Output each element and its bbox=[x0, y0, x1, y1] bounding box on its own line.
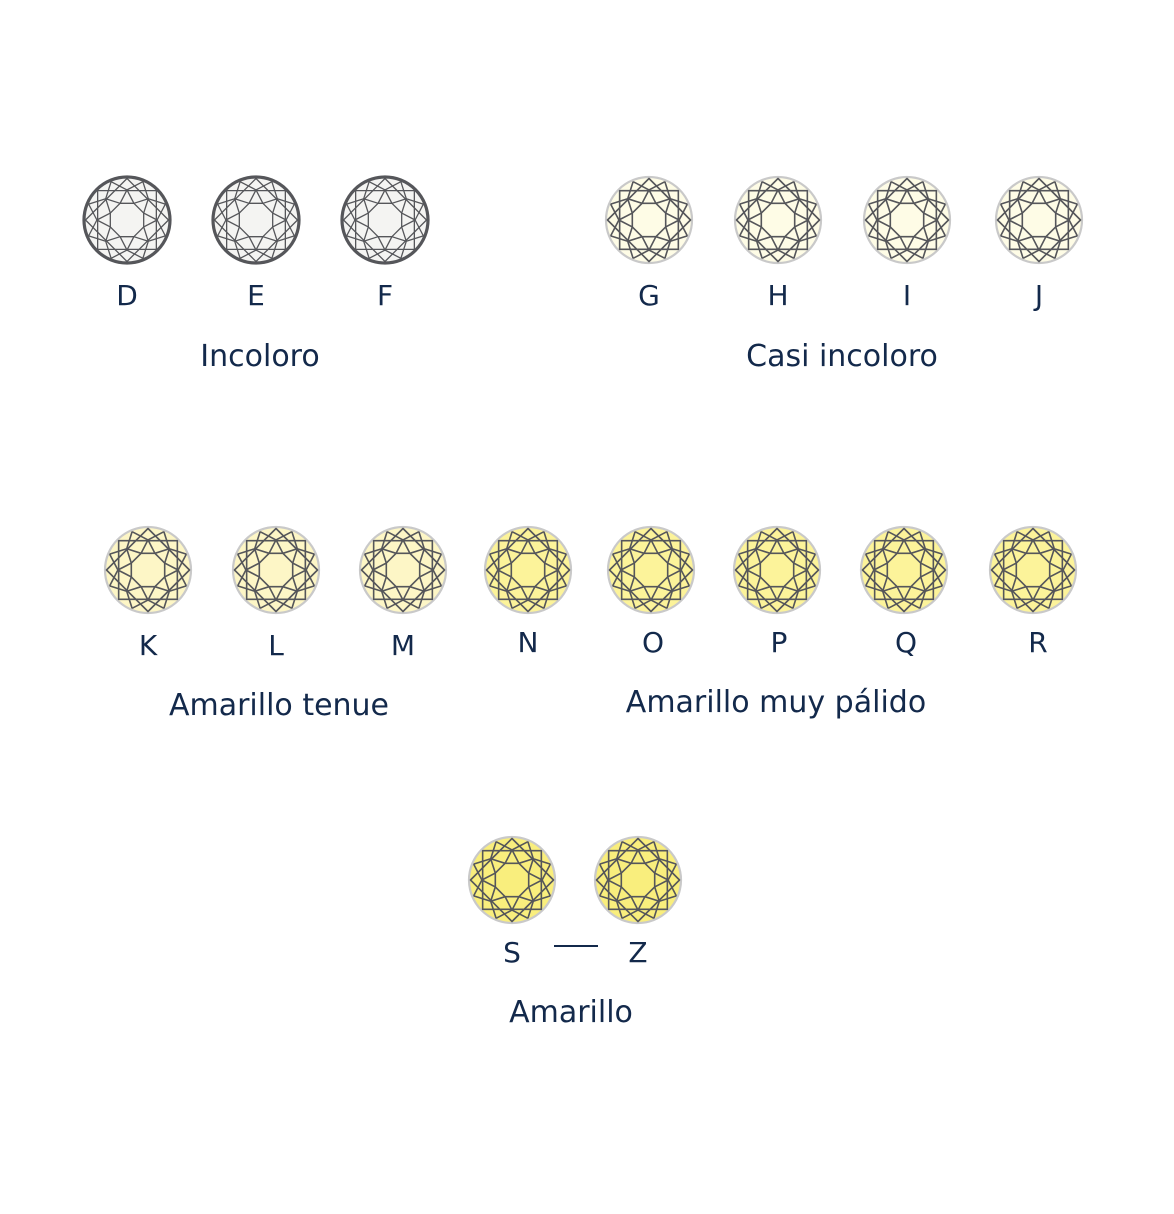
stone-g bbox=[604, 175, 694, 265]
stone-q bbox=[859, 525, 949, 615]
grade-letter-e: E bbox=[247, 279, 265, 312]
grade-letter-m: M bbox=[391, 629, 415, 662]
grade-letter-f: F bbox=[377, 279, 393, 312]
stone-facets bbox=[734, 527, 820, 613]
group-label-incoloro: Incoloro bbox=[200, 339, 319, 374]
grade-letter-k: K bbox=[139, 629, 158, 662]
grade-letter-q: Q bbox=[895, 626, 917, 659]
group-amarillo: S Z Amarillo bbox=[467, 835, 683, 1030]
stone-facets bbox=[469, 837, 555, 923]
grade-letter-i: I bbox=[903, 279, 911, 312]
grade-letter-r: R bbox=[1028, 626, 1047, 659]
group-incoloro: D E F Incoloro bbox=[82, 175, 430, 374]
group-label-amarillo-tenue: Amarillo tenue bbox=[169, 688, 389, 723]
grade-letter-p: P bbox=[771, 626, 788, 659]
stone-o bbox=[606, 525, 696, 615]
grade-letter-h: H bbox=[767, 279, 788, 312]
stone-facets bbox=[608, 527, 694, 613]
grade-letter-l: L bbox=[268, 629, 284, 662]
stone-n bbox=[483, 525, 573, 615]
group-amarillo-tenue: K L M Amarillo tenue bbox=[103, 525, 448, 723]
stone-facets bbox=[84, 177, 170, 263]
stone-e bbox=[211, 175, 301, 265]
stone-r bbox=[988, 525, 1078, 615]
stone-m bbox=[358, 525, 448, 615]
grade-letter-g: G bbox=[638, 279, 660, 312]
stone-facets bbox=[105, 527, 191, 613]
stone-facets bbox=[233, 527, 319, 613]
stone-facets bbox=[595, 837, 681, 923]
stone-h bbox=[733, 175, 823, 265]
stone-k bbox=[103, 525, 193, 615]
grade-letter-j: J bbox=[1033, 279, 1043, 312]
group-amarillo-muy-palido: N O P Q R Amarillo muy pálido bbox=[483, 525, 1078, 720]
stone-j bbox=[994, 175, 1084, 265]
group-label-amarillo: Amarillo bbox=[509, 995, 633, 1030]
stone-facets bbox=[996, 177, 1082, 263]
stone-s bbox=[467, 835, 557, 925]
group-casi-incoloro: G H I J Casi incoloro bbox=[604, 175, 1084, 374]
stone-z bbox=[593, 835, 683, 925]
stone-facets bbox=[861, 527, 947, 613]
stone-p bbox=[732, 525, 822, 615]
stone-l bbox=[231, 525, 321, 615]
stone-facets bbox=[864, 177, 950, 263]
grade-letter-d: D bbox=[116, 279, 138, 312]
group-label-casi-incoloro: Casi incoloro bbox=[746, 339, 938, 374]
stone-f bbox=[340, 175, 430, 265]
stone-facets bbox=[360, 527, 446, 613]
grade-letter-n: N bbox=[518, 626, 539, 659]
stone-facets bbox=[213, 177, 299, 263]
stone-facets bbox=[735, 177, 821, 263]
stone-facets bbox=[990, 527, 1076, 613]
grade-letter-z: Z bbox=[628, 936, 647, 969]
group-label-amarillo-muy-palido: Amarillo muy pálido bbox=[626, 685, 926, 720]
stone-facets bbox=[485, 527, 571, 613]
stone-d bbox=[82, 175, 172, 265]
grade-letter-o: O bbox=[642, 626, 664, 659]
grade-letter-s: S bbox=[503, 936, 521, 969]
stone-i bbox=[862, 175, 952, 265]
stone-facets bbox=[606, 177, 692, 263]
stone-facets bbox=[342, 177, 428, 263]
